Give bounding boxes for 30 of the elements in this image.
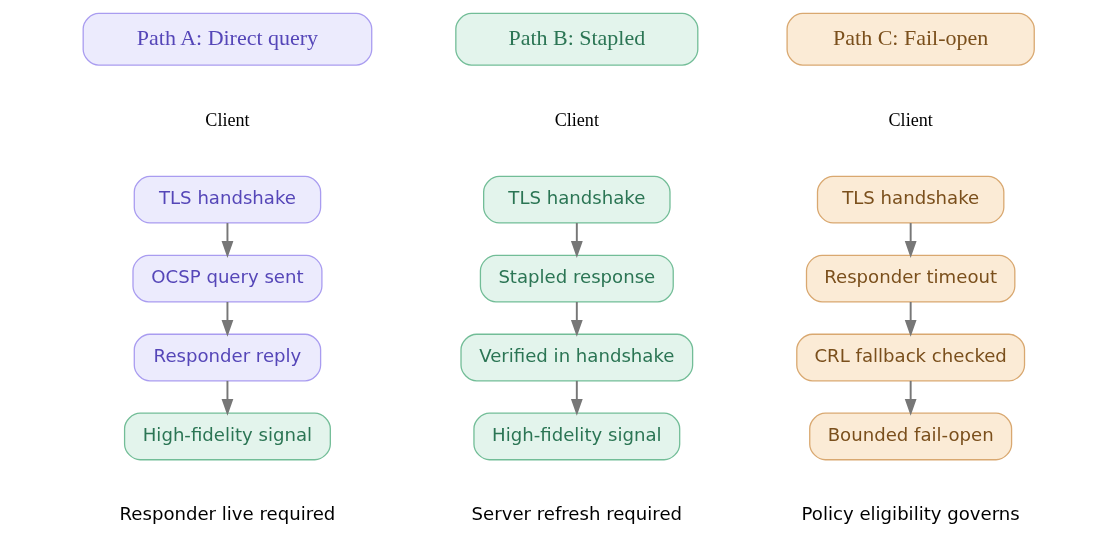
arrow	[904, 301, 917, 337]
node-box: CRL fallback checked	[795, 333, 1025, 382]
node-box: TLS handshake	[816, 175, 1004, 224]
node-box: Responder timeout	[805, 254, 1015, 303]
node-box: TLS handshake	[133, 175, 321, 224]
node-box: High-fidelity signal	[123, 412, 331, 461]
node-box: TLS handshake	[482, 175, 671, 224]
label: Client	[554, 109, 599, 130]
label: Client	[888, 109, 933, 130]
arrow	[570, 301, 583, 337]
label: Server refresh required	[471, 503, 682, 525]
arrow	[570, 222, 583, 258]
arrow	[221, 222, 233, 258]
arrow	[904, 222, 917, 258]
arrow	[221, 301, 233, 337]
node-box: Verified in handshake	[459, 333, 693, 382]
label: Responder live required	[119, 503, 335, 525]
node-box: High-fidelity signal	[472, 412, 680, 461]
arrow	[904, 379, 917, 416]
node-box: Path A: Direct query	[82, 12, 372, 66]
arrow	[221, 379, 233, 416]
arrow	[570, 379, 583, 416]
label: Client	[204, 109, 250, 130]
node-box: OCSP query sent	[131, 254, 323, 303]
node-box: Stapled response	[479, 254, 674, 303]
node-box: Path C: Fail-open	[785, 12, 1035, 66]
node-box: Bounded fail-open	[808, 412, 1012, 461]
node-box: Path B: Stapled	[454, 12, 698, 66]
label: Policy eligibility governs	[801, 503, 1020, 525]
node-box: Responder reply	[133, 333, 321, 382]
